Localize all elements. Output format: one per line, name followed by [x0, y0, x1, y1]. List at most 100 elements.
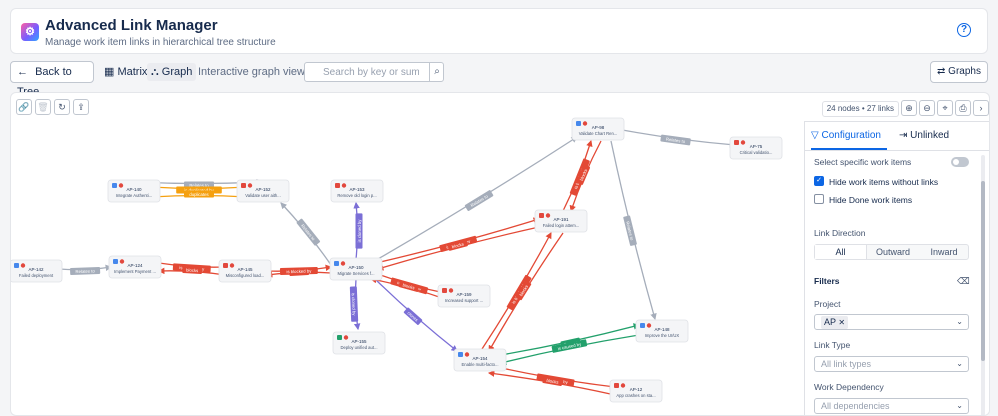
direction-all-option[interactable]: All: [815, 245, 867, 259]
bug-type-icon: [223, 263, 228, 268]
center-icon[interactable]: ⌖: [937, 100, 953, 116]
graph-edge[interactable]: is cloned by: [353, 201, 363, 260]
tab-configuration[interactable]: ▽ Configuration: [811, 130, 881, 141]
chevron-down-icon: ⌄: [937, 87, 944, 96]
bug-type-icon: [442, 288, 447, 293]
graph-edge[interactable]: is blocked by: [481, 232, 552, 350]
matrix-view-button[interactable]: ▦ Matrix: [100, 63, 151, 81]
trash-icon[interactable]: 🗑: [35, 99, 51, 115]
hide-without-links-checkbox[interactable]: ✓: [814, 176, 824, 186]
graph-edge[interactable]: blocks: [487, 370, 616, 396]
select-specific-label: Select specific work items: [814, 157, 912, 167]
link-type-select[interactable]: All link types ⌄: [814, 356, 969, 372]
graph-edge[interactable]: clones: [372, 276, 458, 352]
graph-edge[interactable]: is blocked by: [375, 217, 541, 264]
zoom-in-icon[interactable]: ⊕: [901, 100, 917, 116]
graphs-menu-button[interactable]: ⇄ Graphs ⌄: [930, 61, 988, 96]
graph-view-button[interactable]: ⛬ Graph: [147, 63, 197, 81]
graph-edge[interactable]: is blocked by: [562, 139, 593, 212]
direction-inward-option[interactable]: Inward: [930, 247, 958, 257]
avatar-icon: [464, 352, 470, 357]
search-input[interactable]: [304, 62, 444, 82]
view-description: Interactive graph view: [198, 66, 305, 78]
node-summary: Misconfigured load...: [226, 273, 265, 278]
graph-edge[interactable]: blocks: [488, 232, 564, 352]
graph-edge[interactable]: is cloned by: [349, 278, 361, 331]
filters-heading: Filters: [814, 276, 840, 286]
select-specific-toggle[interactable]: [951, 157, 969, 167]
graph-edge[interactable]: Relates to: [58, 264, 113, 276]
avatar-icon: [582, 121, 588, 126]
node-key: AP-124: [127, 263, 143, 268]
node-key: AP-148: [654, 327, 670, 332]
tab-unlinked[interactable]: ⇥ Unlinked: [899, 130, 949, 141]
graph-edge[interactable]: Relates to: [616, 128, 737, 148]
graph-edge[interactable]: blocks: [376, 226, 540, 271]
bug-type-icon: [539, 213, 544, 218]
svg-text:blocks: blocks: [451, 241, 464, 249]
project-tag-label: AP: [824, 317, 836, 327]
direction-outward-option[interactable]: Outward: [875, 247, 910, 257]
zoom-out-icon[interactable]: ⊖: [919, 100, 935, 116]
app-header: ⚙ Advanced Link Manager Manage work item…: [10, 8, 988, 54]
upload-icon[interactable]: ⇪: [73, 99, 89, 115]
graph-edge[interactable]: Relates to: [280, 202, 332, 266]
graph-edge[interactable]: blocks: [569, 140, 602, 213]
node-summary: Validate Chart Ren...: [579, 131, 618, 136]
collapse-panel-icon[interactable]: ›: [973, 100, 989, 116]
link-icon[interactable]: 🔗: [16, 99, 32, 115]
node-key: AP-98: [592, 125, 605, 130]
edge-label: is cloned by: [349, 286, 359, 322]
work-dependency-select[interactable]: All dependencies ⌄: [814, 398, 969, 414]
edge-label: blocks: [542, 376, 563, 387]
node-summary: Migrate Services f...: [337, 271, 374, 276]
refresh-icon[interactable]: ↻: [54, 99, 70, 115]
graph-edge[interactable]: Causes: [500, 323, 641, 356]
svg-text:duplicates: duplicates: [189, 192, 208, 197]
grid-icon: ▦: [104, 66, 115, 78]
bug-type-icon: [734, 140, 739, 145]
node-summary: Validate user aith...: [245, 193, 281, 198]
svg-text:blocks: blocks: [546, 378, 559, 385]
link-direction-control: All Outward Inward: [814, 244, 969, 260]
export-icon[interactable]: ⎙: [955, 100, 971, 116]
remove-tag-icon[interactable]: ✕: [838, 318, 846, 327]
clear-filters-icon[interactable]: ⌫: [957, 276, 970, 286]
search-button[interactable]: ⌕: [429, 62, 444, 82]
project-select[interactable]: AP ✕ ⌄: [814, 314, 969, 330]
avatar-icon: [545, 213, 551, 218]
svg-text:blocks: blocks: [402, 282, 415, 290]
graph-edge[interactable]: Relates to: [610, 140, 657, 321]
node-summary: Remove old login p...: [337, 193, 376, 198]
graph-edge[interactable]: duplicates: [149, 190, 248, 200]
help-icon[interactable]: ?: [957, 23, 971, 37]
hide-done-checkbox[interactable]: [814, 194, 824, 204]
back-to-tree-button[interactable]: ← Back to Tree: [10, 61, 94, 98]
avatar-icon: [740, 140, 746, 145]
panel-scrollbar[interactable]: [981, 155, 985, 415]
link-type-label: Link Type: [814, 340, 851, 350]
graph-edge[interactable]: is caused by: [499, 334, 640, 365]
graph-edge[interactable]: is blocked by: [265, 266, 332, 278]
task-type-icon: [112, 183, 117, 188]
edge-label: clones: [403, 307, 423, 325]
